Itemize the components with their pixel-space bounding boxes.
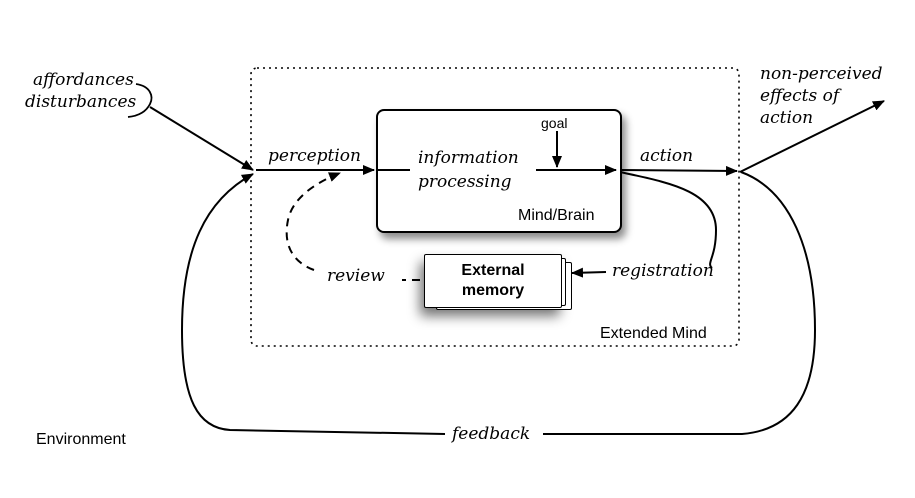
action-arrow <box>619 165 738 176</box>
review-dashed-arrow <box>285 172 341 271</box>
effects-of-label: effects of <box>760 86 840 106</box>
environment-label: Environment <box>36 431 126 448</box>
external-memory-label-2: memory <box>461 282 525 299</box>
affordances-label: affordances <box>33 70 134 90</box>
external-memory-box: External memory <box>424 254 562 308</box>
registration-curve <box>619 171 718 269</box>
non-perceived-label: non-perceived <box>760 64 883 84</box>
effects-arrow <box>739 100 885 173</box>
information-label: information <box>418 148 519 168</box>
feedback-label: feedback <box>452 424 531 444</box>
mind-brain-label: Mind/Brain <box>518 207 595 224</box>
disturbances-label: disturbances <box>25 92 137 112</box>
input-arrow <box>149 106 254 171</box>
processing-label: processing <box>418 172 512 192</box>
action-label: action <box>640 146 694 166</box>
action-output-label: action <box>760 108 814 128</box>
extended-mind-frame <box>250 67 740 347</box>
input-brace <box>127 83 153 118</box>
feedback-loop-return <box>180 173 446 435</box>
extended-mind-label: Extended Mind <box>600 325 707 342</box>
mind-brain-box <box>376 109 622 233</box>
goal-label: goal <box>541 115 568 131</box>
review-label: review <box>327 266 385 286</box>
registration-arrow <box>571 267 607 278</box>
perception-label: perception <box>268 146 361 166</box>
feedback-loop <box>543 171 817 435</box>
registration-label: registration <box>612 261 714 281</box>
external-memory-label-1: External <box>461 262 525 279</box>
